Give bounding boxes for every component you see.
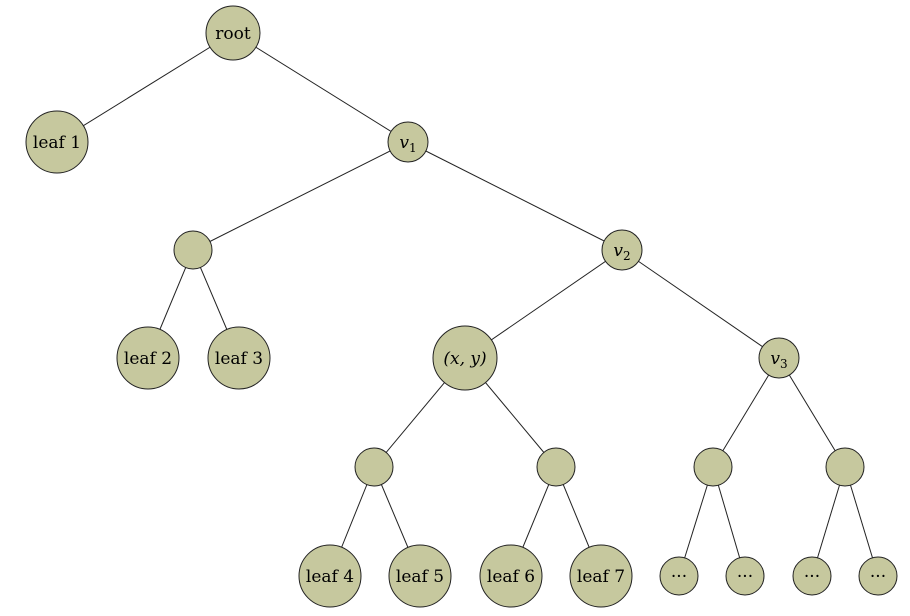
node-circle (479, 544, 543, 608)
node-label: leaf 2 (124, 349, 172, 369)
node-circle (116, 326, 180, 390)
node-circle (25, 110, 89, 174)
node-circle (354, 447, 394, 487)
node-e1: ··· (659, 556, 699, 596)
node-circle (858, 556, 898, 596)
node-n4 (693, 447, 733, 487)
node-label: (x, y) (443, 349, 486, 369)
node-v1: v1 (387, 121, 429, 163)
node-e4: ··· (858, 556, 898, 596)
node-circle (207, 326, 271, 390)
node-leaf6: leaf 6 (479, 544, 543, 608)
node-n3 (536, 447, 576, 487)
node-e3: ··· (792, 556, 832, 596)
edge-v1-v2 (407, 141, 623, 251)
node-circle (725, 556, 765, 596)
node-leaf2: leaf 2 (116, 326, 180, 390)
node-circle (601, 229, 643, 271)
node-label: ··· (804, 567, 820, 587)
node-circle (298, 544, 362, 608)
node-label: ··· (671, 567, 687, 587)
node-label-subscript: 1 (409, 141, 417, 155)
node-n2 (354, 447, 394, 487)
node-circle (825, 447, 865, 487)
edge-v3-n5 (778, 357, 846, 468)
node-n1 (173, 230, 213, 270)
node-v2: v2 (601, 229, 643, 271)
node-n5 (825, 447, 865, 487)
node-circle (432, 325, 498, 391)
node-label: leaf 5 (396, 567, 444, 587)
edge-v3-n4 (712, 357, 780, 468)
node-circle (205, 5, 261, 61)
node-label: root (215, 24, 251, 44)
node-circle (569, 544, 633, 608)
node-leaf1: leaf 1 (25, 110, 89, 174)
node-root: root (205, 5, 261, 61)
edge-v2-v3 (621, 249, 780, 359)
node-circle (536, 447, 576, 487)
node-label: ··· (737, 567, 753, 587)
edges (56, 32, 879, 577)
node-leaf4: leaf 4 (298, 544, 362, 608)
node-circle (659, 556, 699, 596)
node-leaf7: leaf 7 (569, 544, 633, 608)
node-v3: v3 (758, 337, 800, 379)
node-circle (758, 337, 800, 379)
node-circle (792, 556, 832, 596)
node-xy: (x, y) (432, 325, 498, 391)
node-leaf3: leaf 3 (207, 326, 271, 390)
node-label: leaf 3 (215, 349, 263, 369)
node-label: leaf 1 (33, 133, 81, 153)
node-leaf5: leaf 5 (388, 544, 452, 608)
node-circle (388, 544, 452, 608)
edge-root-leaf1 (56, 32, 234, 143)
edge-v1-n1 (192, 141, 409, 251)
node-circle (693, 447, 733, 487)
node-label-subscript: 3 (780, 357, 788, 371)
node-circle (173, 230, 213, 270)
node-label: leaf 7 (577, 567, 625, 587)
node-e2: ··· (725, 556, 765, 596)
node-label-subscript: 2 (623, 249, 631, 263)
node-label: ··· (870, 567, 886, 587)
node-label: leaf 4 (306, 567, 354, 587)
node-circle (387, 121, 429, 163)
node-label: leaf 6 (487, 567, 535, 587)
edge-root-v1 (232, 32, 409, 143)
nodes: root leaf 1 v1 v2 leaf 2 leaf 3 (x, y) v3 leaf 4… (25, 5, 898, 608)
